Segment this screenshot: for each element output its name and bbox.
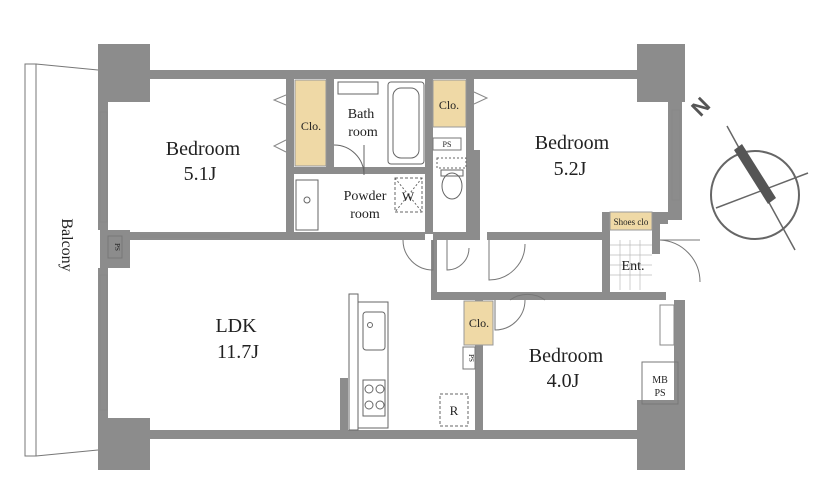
powder-label-2: room [350,207,380,222]
closet-ne-label: Clo. [439,98,459,112]
ps-left-label: PS [113,243,121,251]
windows [99,109,681,411]
compass: N [686,92,809,251]
closets: Clo. Clo. Clo. Shoes clo [294,79,653,346]
fridge-label: R [450,403,459,418]
bath-label-1: Bath [348,107,374,122]
north-label: N [686,92,715,121]
bedroom-s-name: Bedroom [529,345,604,367]
washer-space [394,177,423,213]
bedroom-nw-name: Bedroom [166,138,241,160]
bathtub [387,81,425,165]
closet-s-label: Clo. [469,316,489,330]
bath-label-2: room [348,125,378,140]
toilet [436,157,467,200]
mb-ps-shaft [641,361,679,405]
ldk-size: 11.7J [217,341,259,363]
entrance-floor [610,240,652,290]
ps-bath-label: PS [443,140,452,149]
closet-ne [432,79,467,128]
interior-walls [130,79,668,434]
kitchen-counter [348,293,469,431]
powder-room [295,177,423,231]
bedroom-ne-size: 5.2J [554,158,587,180]
closet-nw-label: Clo. [301,119,321,133]
ps-small-label: PS [467,354,475,362]
closet-doors [272,91,489,153]
exterior-walls [98,44,685,470]
shoes-closet [609,211,653,231]
mbps-label-2: PS [654,388,665,399]
mbps-label-1: MB [652,375,668,386]
bedroom-ne-name: Bedroom [535,132,610,154]
bath-fixtures [333,81,379,176]
ps-shaft-bath [432,137,462,151]
ps-shaft-left [107,235,123,259]
entrance-label: Ent. [622,259,645,274]
ps-shaft-small [462,346,476,370]
balcony: Balcony [24,63,99,457]
closet-nw [294,79,327,167]
closet-s [463,300,494,346]
washer-label: W [402,189,415,204]
bedroom-nw-size: 5.1J [184,163,217,185]
balcony-label: Balcony [58,218,75,271]
bedroom-s-size: 4.0J [547,370,580,392]
powder-label-1: Powder [344,189,387,204]
ldk-name: LDK [215,315,257,337]
north-arrow-icon [734,144,776,204]
door-swings [402,239,701,331]
shoes-closet-label: Shoes clo [614,217,649,227]
